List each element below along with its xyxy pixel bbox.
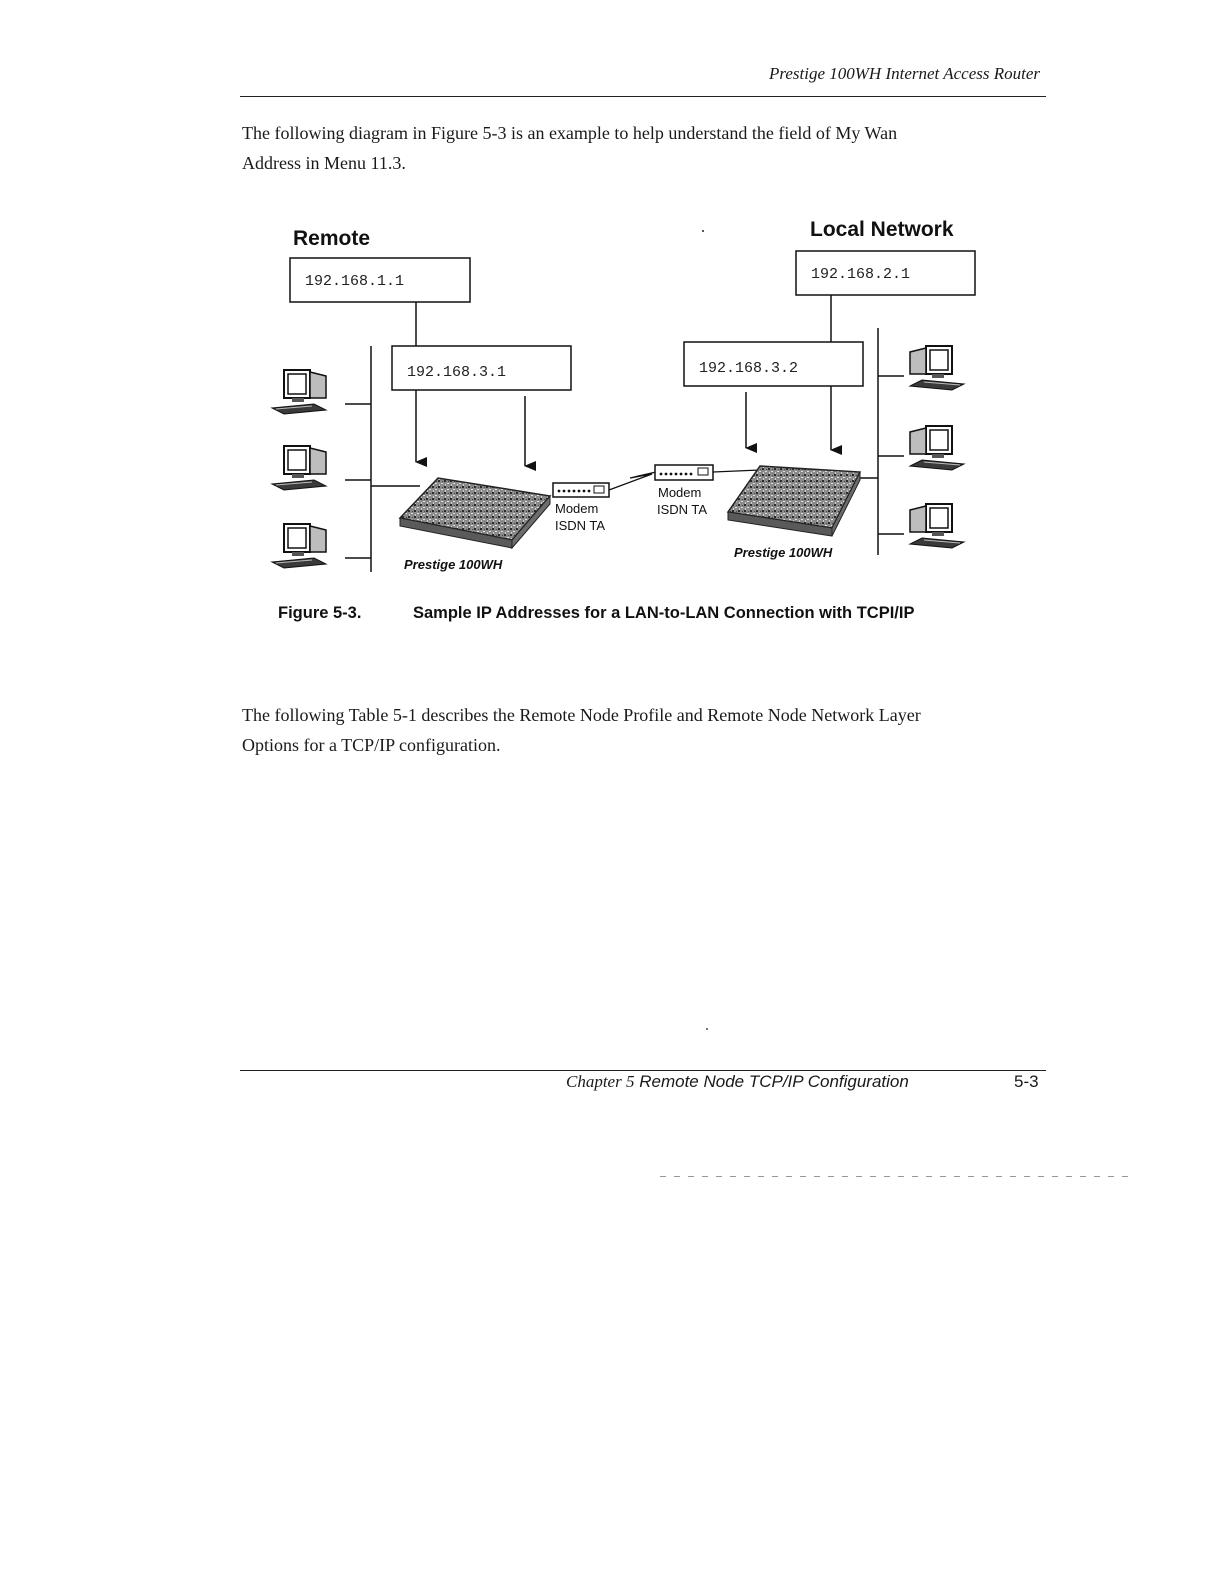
- remote-wan-ip-text: 192.168.3.1: [407, 364, 506, 381]
- figure-number: Figure 5-3.: [278, 604, 362, 622]
- modem-icon: [552, 482, 610, 498]
- router-icon: [398, 477, 552, 550]
- figure-caption-text: Sample IP Addresses for a LAN-to-LAN Con…: [413, 604, 915, 622]
- remote-lan-ip-box: 192.168.1.1: [289, 257, 471, 303]
- computer-icon: [909, 345, 965, 391]
- running-header: Prestige 100WH Internet Access Router: [769, 64, 1040, 83]
- scan-speck: [706, 1028, 708, 1030]
- local-wan-ip-text: 192.168.3.2: [699, 360, 798, 377]
- table-intro-line-2: Options for a TCP/IP configuration.: [242, 735, 501, 755]
- computer-icon: [909, 503, 965, 549]
- intro-line-2: Address in Menu 11.3.: [242, 153, 406, 173]
- local-router-label: Prestige 100WH: [734, 545, 833, 560]
- footer-chapter-number: Chapter 5: [566, 1072, 635, 1091]
- local-modem-label-2: ISDN TA: [657, 502, 707, 517]
- footer-rule: [240, 1070, 1046, 1071]
- remote-wan-ip-box: 192.168.3.1: [391, 345, 572, 391]
- remote-modem-label-2: ISDN TA: [555, 518, 605, 533]
- computer-icon: [271, 445, 327, 491]
- network-diagram: Remote Local Network 192.168.1.1 192.168…: [271, 218, 976, 572]
- local-modem-label-1: Modem: [658, 485, 701, 500]
- page-number: 5-3: [1014, 1072, 1039, 1091]
- wan-link: [608, 471, 657, 491]
- table-intro-line-1: The following Table 5-1 describes the Re…: [242, 705, 921, 725]
- remote-modem-label-1: Modem: [555, 501, 598, 516]
- router-icon: [726, 465, 862, 537]
- computer-icon: [271, 523, 327, 569]
- remote-router-label: Prestige 100WH: [404, 557, 503, 572]
- local-lan-ip-box: 192.168.2.1: [795, 250, 976, 296]
- remote-lan-ip-text: 192.168.1.1: [305, 273, 404, 290]
- local-wan-ip-box: 192.168.3.2: [683, 341, 864, 387]
- local-lan-ip-text: 192.168.2.1: [811, 266, 910, 283]
- computer-icon: [909, 425, 965, 471]
- computer-icon: [271, 369, 327, 415]
- modem-icon: [654, 464, 714, 481]
- table-intro-paragraph: The following Table 5-1 describes the Re…: [242, 700, 1022, 760]
- intro-line-1: The following diagram in Figure 5-3 is a…: [242, 123, 898, 143]
- remote-label: Remote: [293, 227, 370, 250]
- footer-chapter: Chapter 5 Remote Node TCP/IP Configurati…: [566, 1072, 909, 1092]
- scan-artifact-line: [660, 1176, 1130, 1177]
- figure-caption: Figure 5-3. Sample IP Addresses for a LAN…: [278, 604, 914, 623]
- intro-paragraph: The following diagram in Figure 5-3 is a…: [242, 118, 1022, 178]
- footer-chapter-title: Remote Node TCP/IP Configuration: [639, 1072, 909, 1091]
- header-rule: [240, 96, 1046, 97]
- local-network-label: Local Network: [810, 218, 954, 241]
